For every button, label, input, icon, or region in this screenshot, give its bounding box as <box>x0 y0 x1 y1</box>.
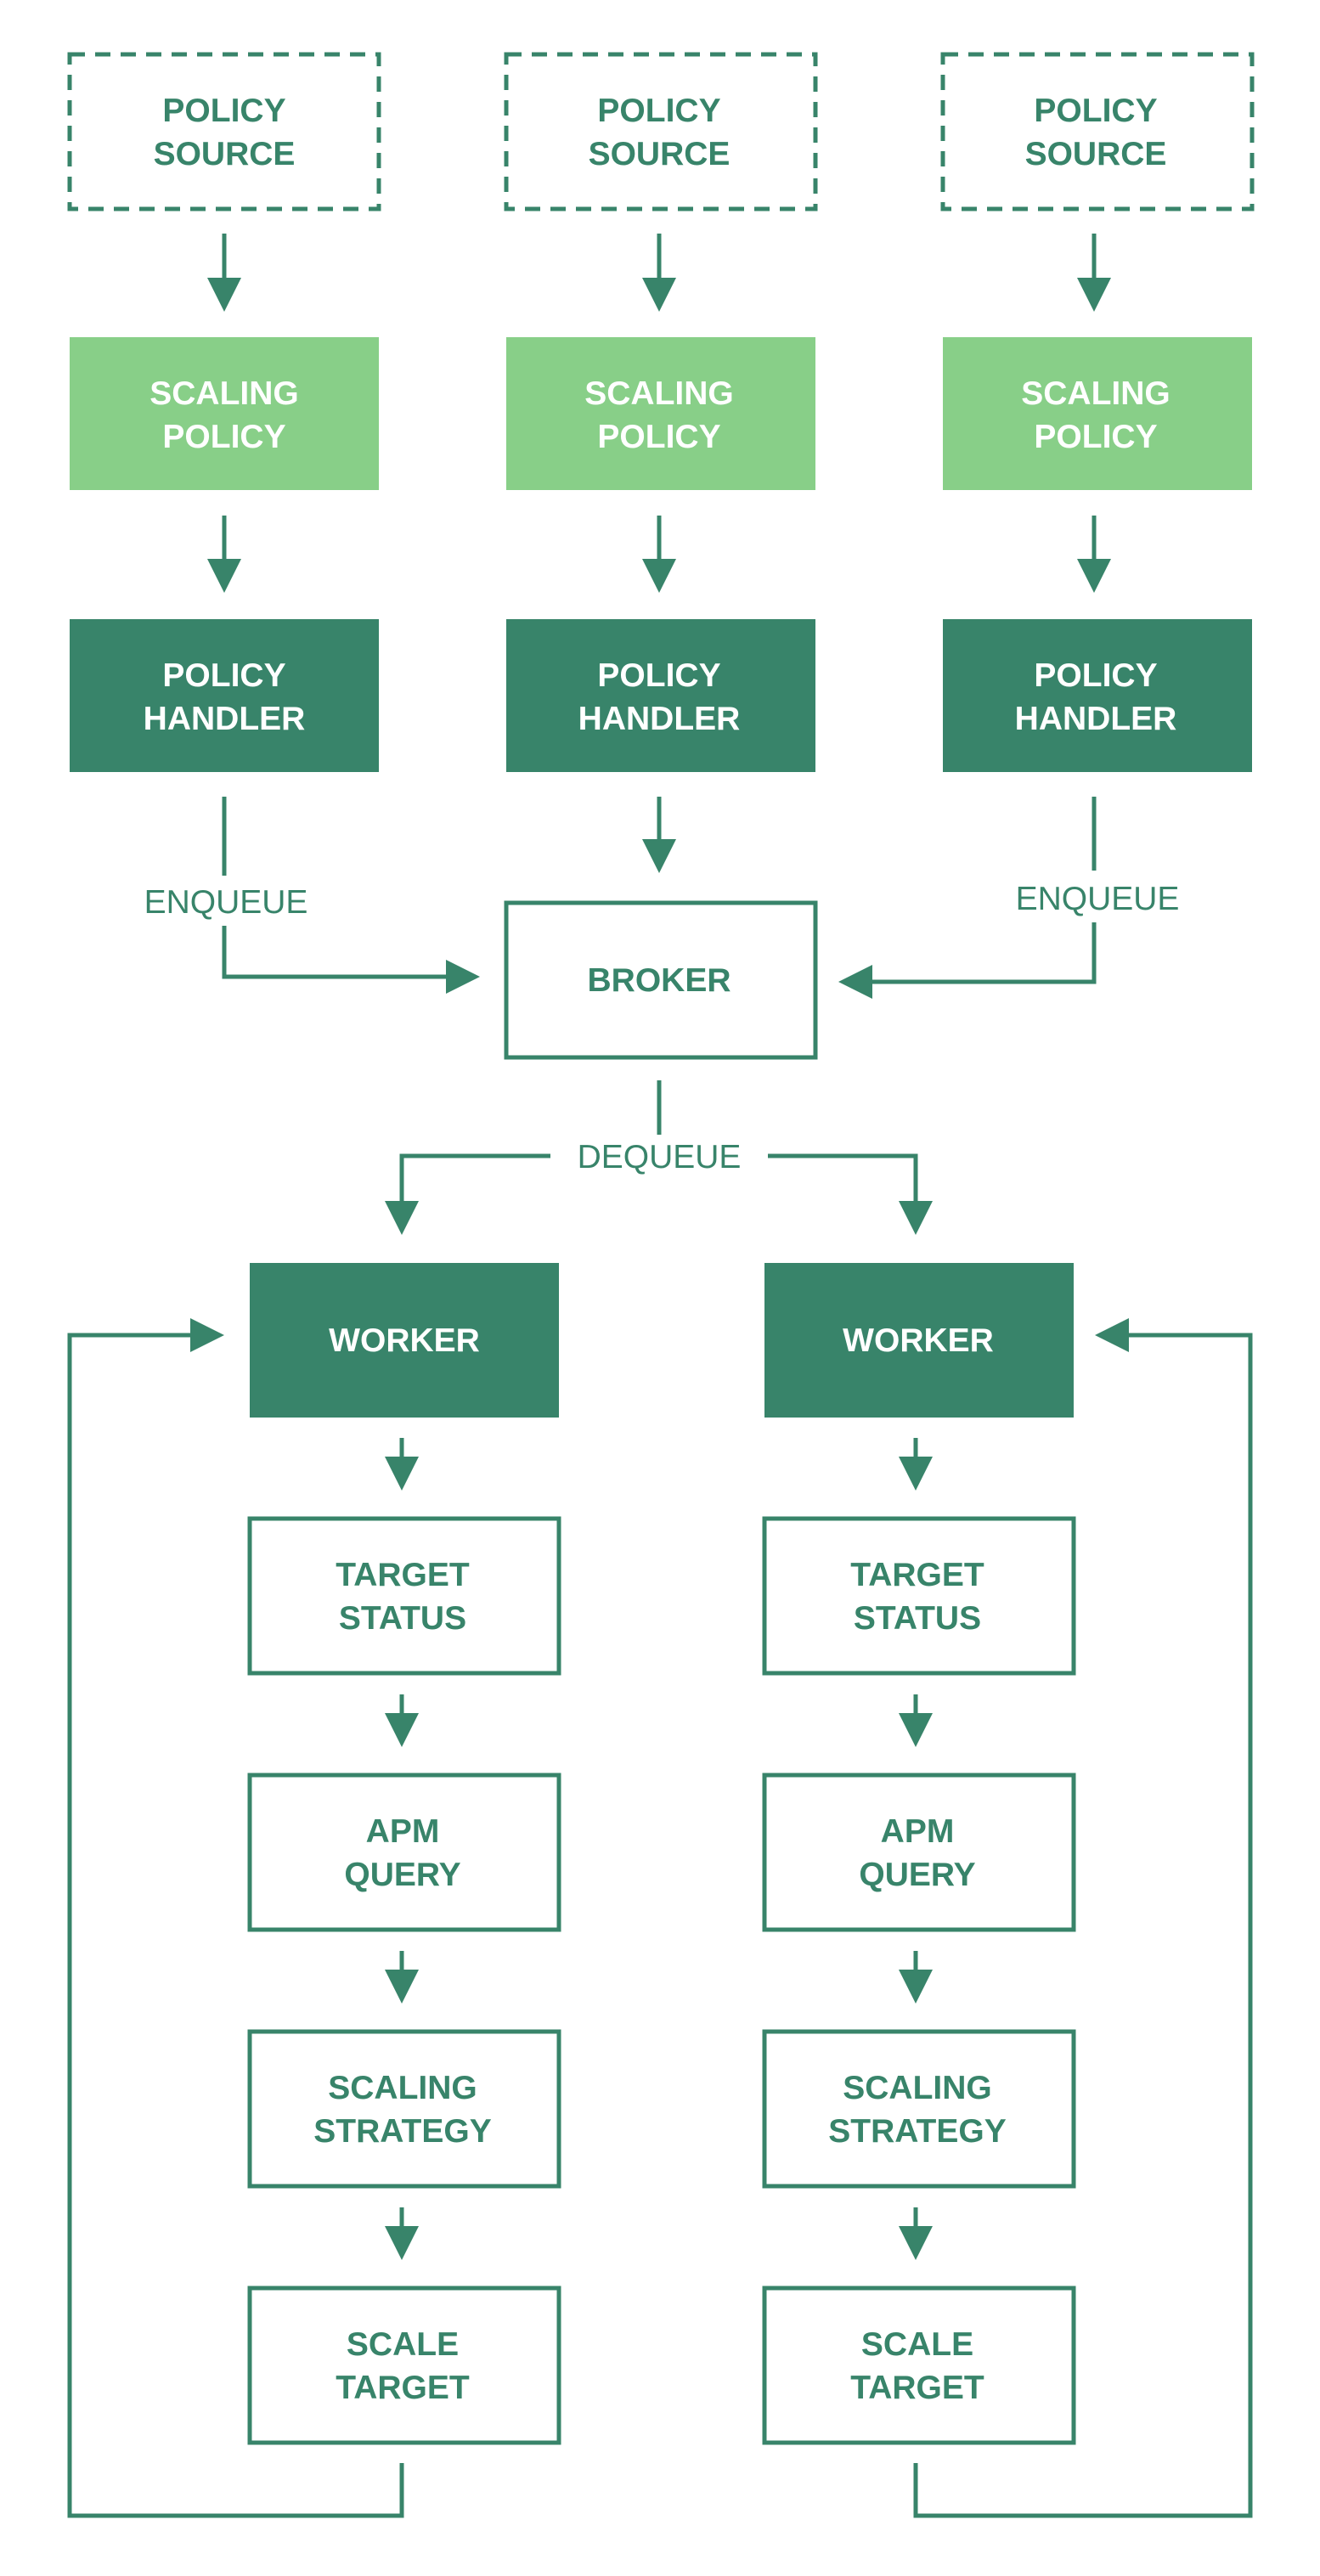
target-status-2-line-2: STATUS <box>854 1600 981 1637</box>
scaling-strategy-2: SCALING STRATEGY <box>762 2029 1076 2189</box>
nodes: POLICY SOURCE POLICY SOURCE POLICY SOURC… <box>67 52 1255 2445</box>
policy-handler-3-line-2: HANDLER <box>1015 701 1177 737</box>
scale-target-1: SCALE TARGET <box>247 2286 561 2445</box>
policy-handler-1: POLICY HANDLER <box>70 619 379 772</box>
policy-handler-3-line-1: POLICY <box>1034 657 1157 694</box>
scale-target-2: SCALE TARGET <box>762 2286 1076 2445</box>
apm-query-2-line-1: APM <box>881 1813 955 1850</box>
policy-source-2: POLICY SOURCE <box>504 52 818 211</box>
apm-query-1: APM QUERY <box>247 1773 561 1932</box>
worker-1: WORKER <box>250 1263 559 1418</box>
policy-handler-2: POLICY HANDLER <box>506 619 815 772</box>
scaling-policy-2-line-2: POLICY <box>597 419 720 455</box>
policy-source-3: POLICY SOURCE <box>940 52 1255 211</box>
arrow-handler-3-to-broker-b <box>838 922 1097 999</box>
scale-target-1-line-2: TARGET <box>336 2370 470 2406</box>
enqueue-label-right: ENQUEUE <box>1016 881 1180 917</box>
target-status-2-line-1: TARGET <box>850 1557 984 1593</box>
policy-source-2-line-2: SOURCE <box>589 136 731 172</box>
target-status-1-line-1: TARGET <box>336 1557 470 1593</box>
scaling-strategy-2-line-1: SCALING <box>843 2070 992 2106</box>
target-status-1-line-2: STATUS <box>339 1600 466 1637</box>
apm-query-2: APM QUERY <box>762 1773 1076 1932</box>
arrow-dequeue-left <box>385 1153 550 1235</box>
policy-source-3-line-2: SOURCE <box>1025 136 1167 172</box>
apm-query-1-line-1: APM <box>366 1813 440 1850</box>
loop-scale-1-to-worker-1 <box>67 1318 404 2518</box>
scaling-policy-2-line-1: SCALING <box>584 375 734 412</box>
dequeue-label: DEQUEUE <box>578 1139 742 1175</box>
worker-2-label: WORKER <box>843 1322 994 1359</box>
policy-handler-2-line-2: HANDLER <box>578 701 741 737</box>
arrow-dequeue-right <box>768 1153 933 1235</box>
policy-handler-1-line-2: HANDLER <box>144 701 306 737</box>
scaling-strategy-1: SCALING STRATEGY <box>247 2029 561 2189</box>
policy-source-1: POLICY SOURCE <box>67 52 381 211</box>
scaling-policy-1-line-2: POLICY <box>162 419 285 455</box>
worker-2: WORKER <box>764 1263 1074 1418</box>
policy-source-2-line-1: POLICY <box>597 93 720 129</box>
worker-1-label: WORKER <box>329 1322 480 1359</box>
scaling-policy-3: SCALING POLICY <box>943 337 1252 490</box>
scale-target-2-line-1: SCALE <box>861 2326 973 2363</box>
scale-target-2-line-2: TARGET <box>850 2370 984 2406</box>
apm-query-2-line-2: QUERY <box>859 1857 975 1893</box>
enqueue-label-left: ENQUEUE <box>144 884 308 921</box>
scaling-policy-1-line-1: SCALING <box>149 375 299 412</box>
policy-source-1-line-1: POLICY <box>162 93 285 129</box>
arrow-handler-1-to-broker-b <box>222 926 480 994</box>
scaling-policy-2: SCALING POLICY <box>506 337 815 490</box>
target-status-2: TARGET STATUS <box>762 1516 1076 1676</box>
apm-query-1-line-2: QUERY <box>344 1857 460 1893</box>
scaling-strategy-1-line-1: SCALING <box>328 2070 477 2106</box>
policy-source-3-line-1: POLICY <box>1034 93 1157 129</box>
policy-handler-3: POLICY HANDLER <box>943 619 1252 772</box>
policy-source-1-line-2: SOURCE <box>154 136 296 172</box>
broker: BROKER <box>504 900 818 1060</box>
scaling-policy-3-line-1: SCALING <box>1021 375 1171 412</box>
edge-labels: ENQUEUE ENQUEUE DEQUEUE <box>144 881 1180 1175</box>
scaling-strategy-2-line-2: STRATEGY <box>828 2113 1006 2150</box>
policy-handler-1-line-1: POLICY <box>162 657 285 694</box>
scaling-strategy-1-line-2: STRATEGY <box>313 2113 491 2150</box>
target-status-1: TARGET STATUS <box>247 1516 561 1676</box>
scaling-policy-3-line-2: POLICY <box>1034 419 1157 455</box>
connectors <box>67 234 1253 2518</box>
broker-label: BROKER <box>587 962 731 999</box>
policy-handler-2-line-1: POLICY <box>597 657 720 694</box>
loop-scale-2-to-worker-2 <box>913 1318 1253 2518</box>
scale-target-1-line-1: SCALE <box>347 2326 459 2363</box>
scaling-policy-1: SCALING POLICY <box>70 337 379 490</box>
